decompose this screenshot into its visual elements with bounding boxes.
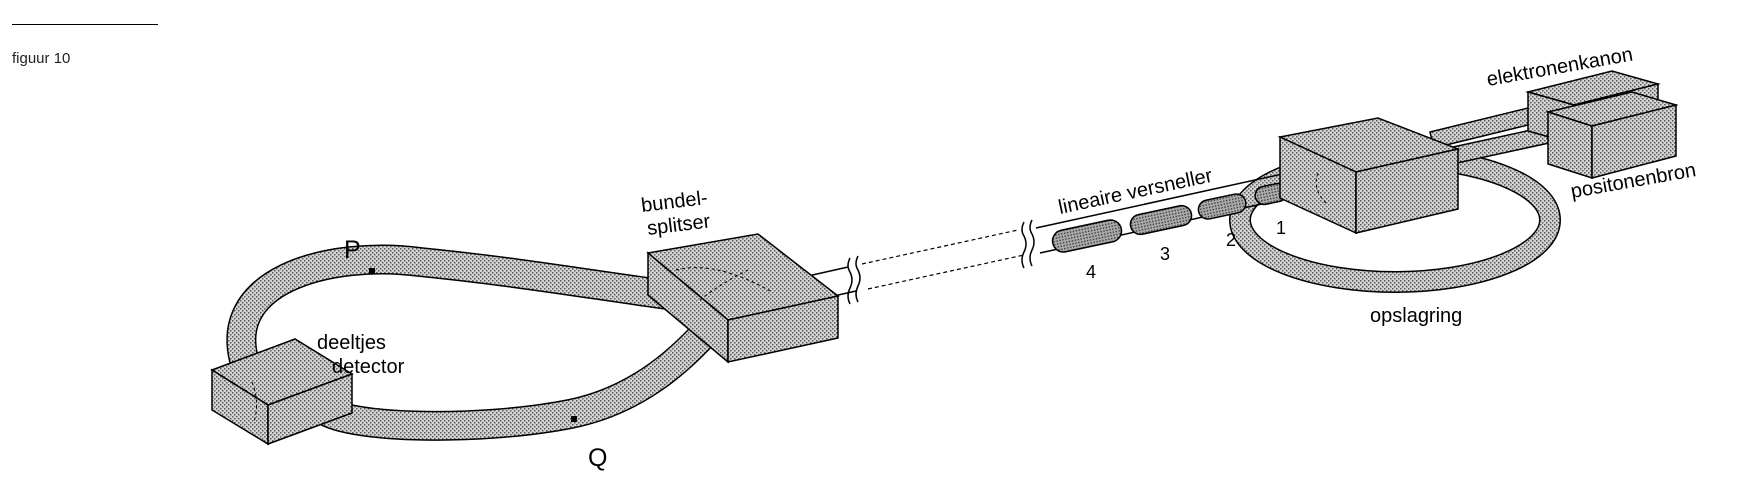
injection-box: [1277, 117, 1461, 235]
label-detector-line1: deeltjes: [317, 332, 386, 354]
loop-lower-path: [303, 303, 733, 441]
marker-q: [571, 416, 577, 422]
label-cavity-4: 4: [1086, 262, 1096, 282]
cavity-4: [1051, 219, 1123, 253]
beam-splitter-box: [646, 233, 840, 364]
particle-detector-box: [210, 338, 354, 446]
loop-upper-path: [226, 244, 691, 387]
cavity-3: [1129, 204, 1193, 236]
figure-caption: figuur 10: [12, 50, 71, 67]
accelerator-cavities: [1051, 182, 1288, 253]
label-cavity-1: 1: [1276, 218, 1286, 238]
label-p: P: [344, 236, 361, 264]
marker-p: [369, 268, 375, 274]
label-detector-line2: detector: [332, 356, 405, 378]
label-q: Q: [588, 444, 607, 472]
caption-rule: [12, 24, 158, 25]
label-storage-ring: opslagring: [1370, 305, 1462, 327]
label-cavity-2: 2: [1226, 230, 1236, 250]
label-cavity-3: 3: [1160, 244, 1170, 264]
positron-source-box: [1545, 91, 1679, 180]
cavity-2: [1197, 193, 1247, 220]
